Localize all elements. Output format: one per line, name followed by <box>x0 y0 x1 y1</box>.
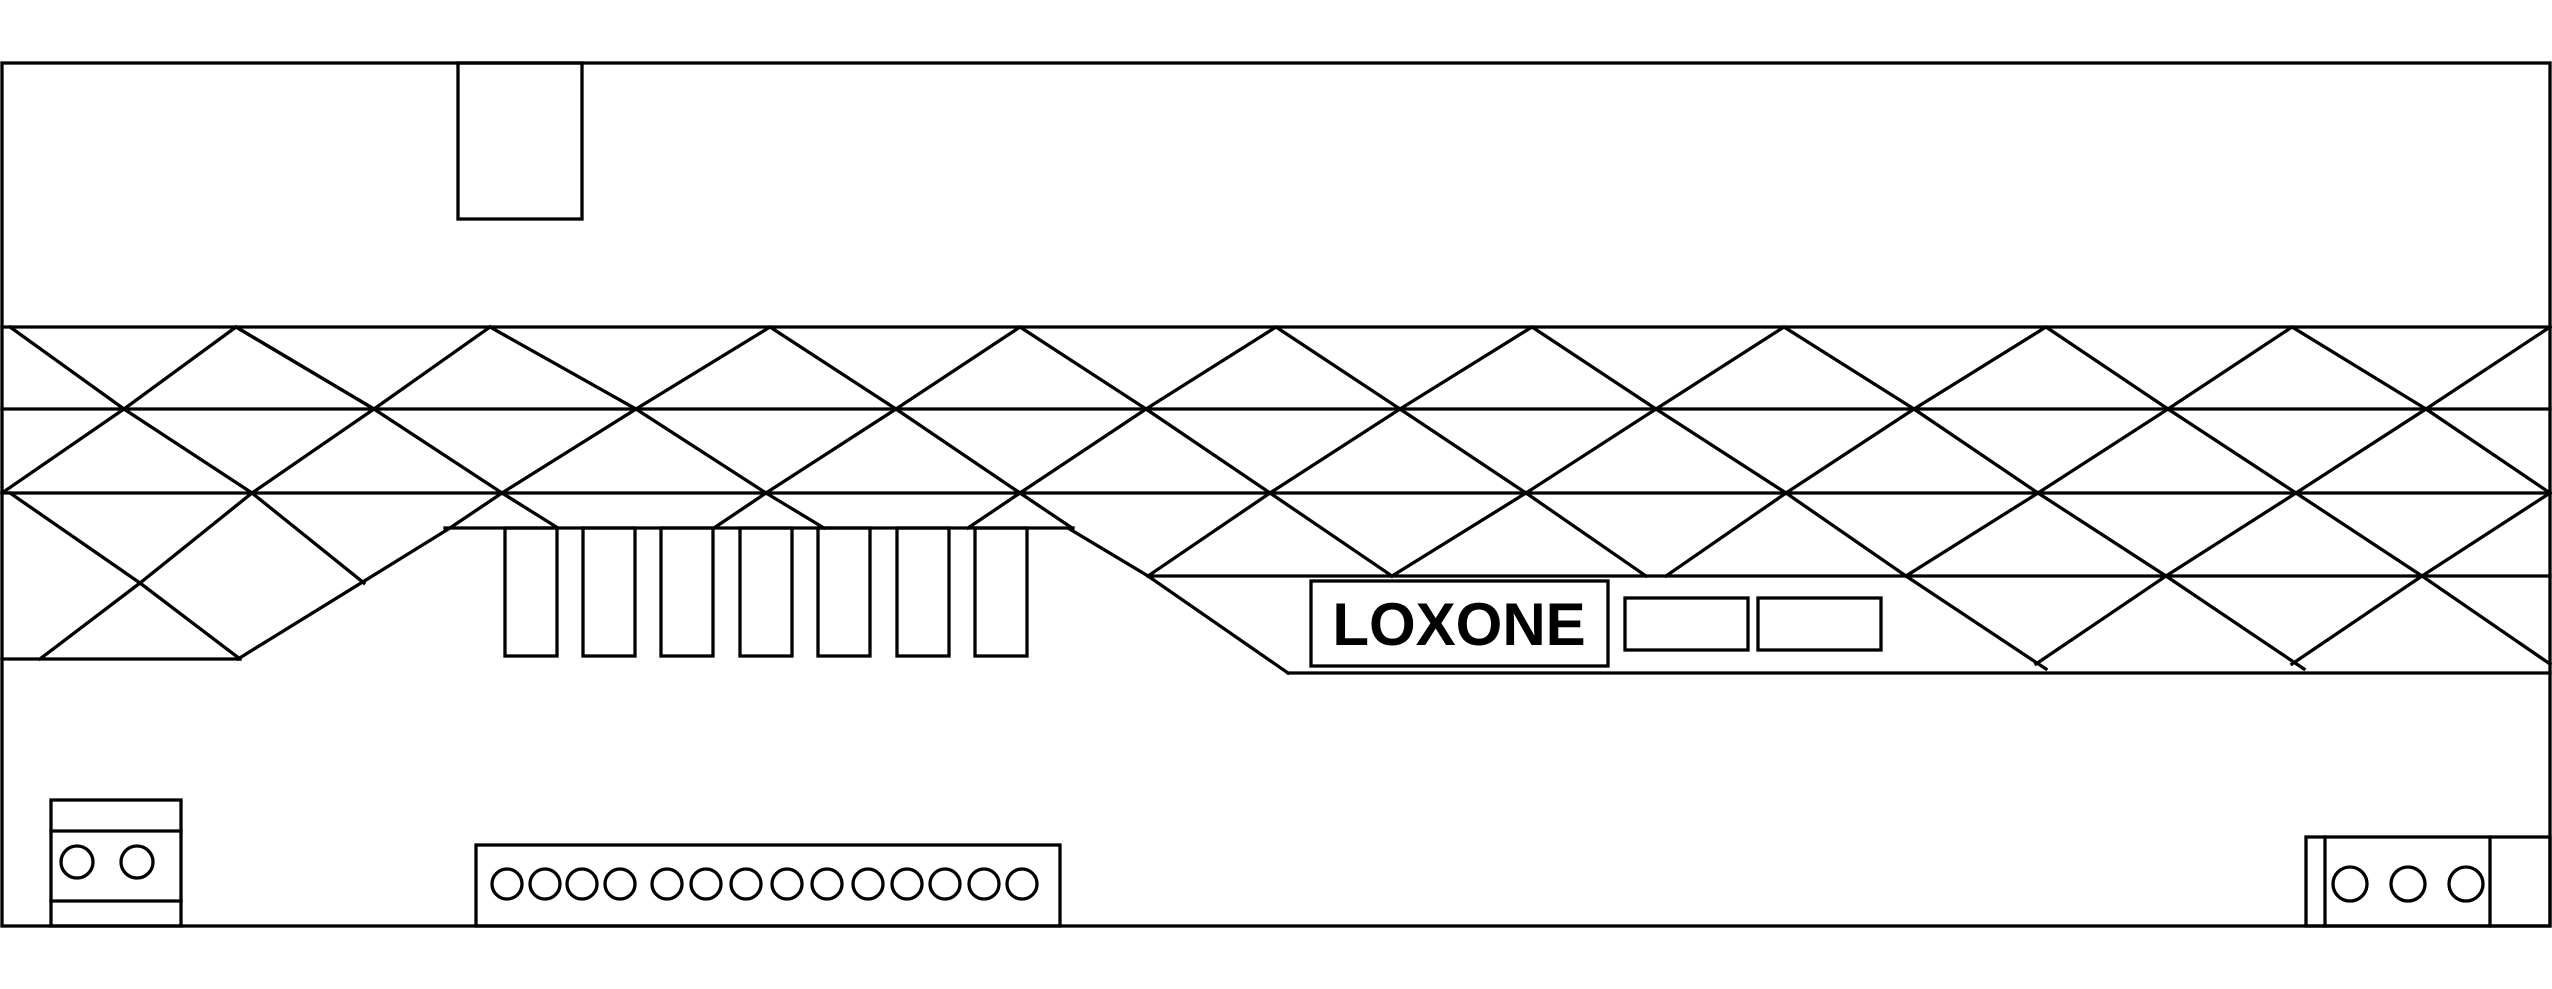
center-terminal-block <box>474 843 1062 928</box>
front-panel-lines <box>0 325 2552 676</box>
indicator-slot <box>581 526 637 658</box>
right-terminal-block <box>2304 835 2552 928</box>
terminal-screw <box>770 867 804 901</box>
indicator-slot <box>895 526 951 658</box>
indicator-slot <box>738 526 794 658</box>
terminal-screw <box>810 867 844 901</box>
brand-label: LOXONE <box>1332 591 1585 658</box>
terminal-screw <box>967 867 1001 901</box>
indicator-slot <box>973 526 1029 658</box>
terminal-screw <box>490 867 524 901</box>
terminal-screw <box>729 867 763 901</box>
brand-label-frame <box>1309 579 1610 668</box>
terminal-screw <box>689 867 723 901</box>
terminal-screw <box>2389 865 2427 903</box>
indicator-slot <box>816 526 872 658</box>
indicator-slots <box>503 526 1029 658</box>
terminal-screw <box>851 867 885 901</box>
lattice-pattern <box>0 324 2552 672</box>
top-connector-tab <box>456 61 584 221</box>
indicator-slot <box>503 526 559 658</box>
terminal-screw <box>528 867 562 901</box>
terminal-screw <box>890 867 924 901</box>
terminal-screw <box>59 844 95 880</box>
terminal-screw <box>119 844 155 880</box>
left-terminal-block <box>49 798 183 928</box>
terminal-screw <box>2447 865 2485 903</box>
terminal-screw <box>1005 867 1039 901</box>
terminal-screw <box>2331 865 2369 903</box>
indicator-slot <box>659 526 715 658</box>
terminal-screw <box>603 867 637 901</box>
status-window-left <box>1623 596 1750 652</box>
terminal-screw <box>565 867 599 901</box>
status-window-right <box>1756 596 1883 652</box>
terminal-screw <box>650 867 684 901</box>
terminal-screw <box>928 867 962 901</box>
